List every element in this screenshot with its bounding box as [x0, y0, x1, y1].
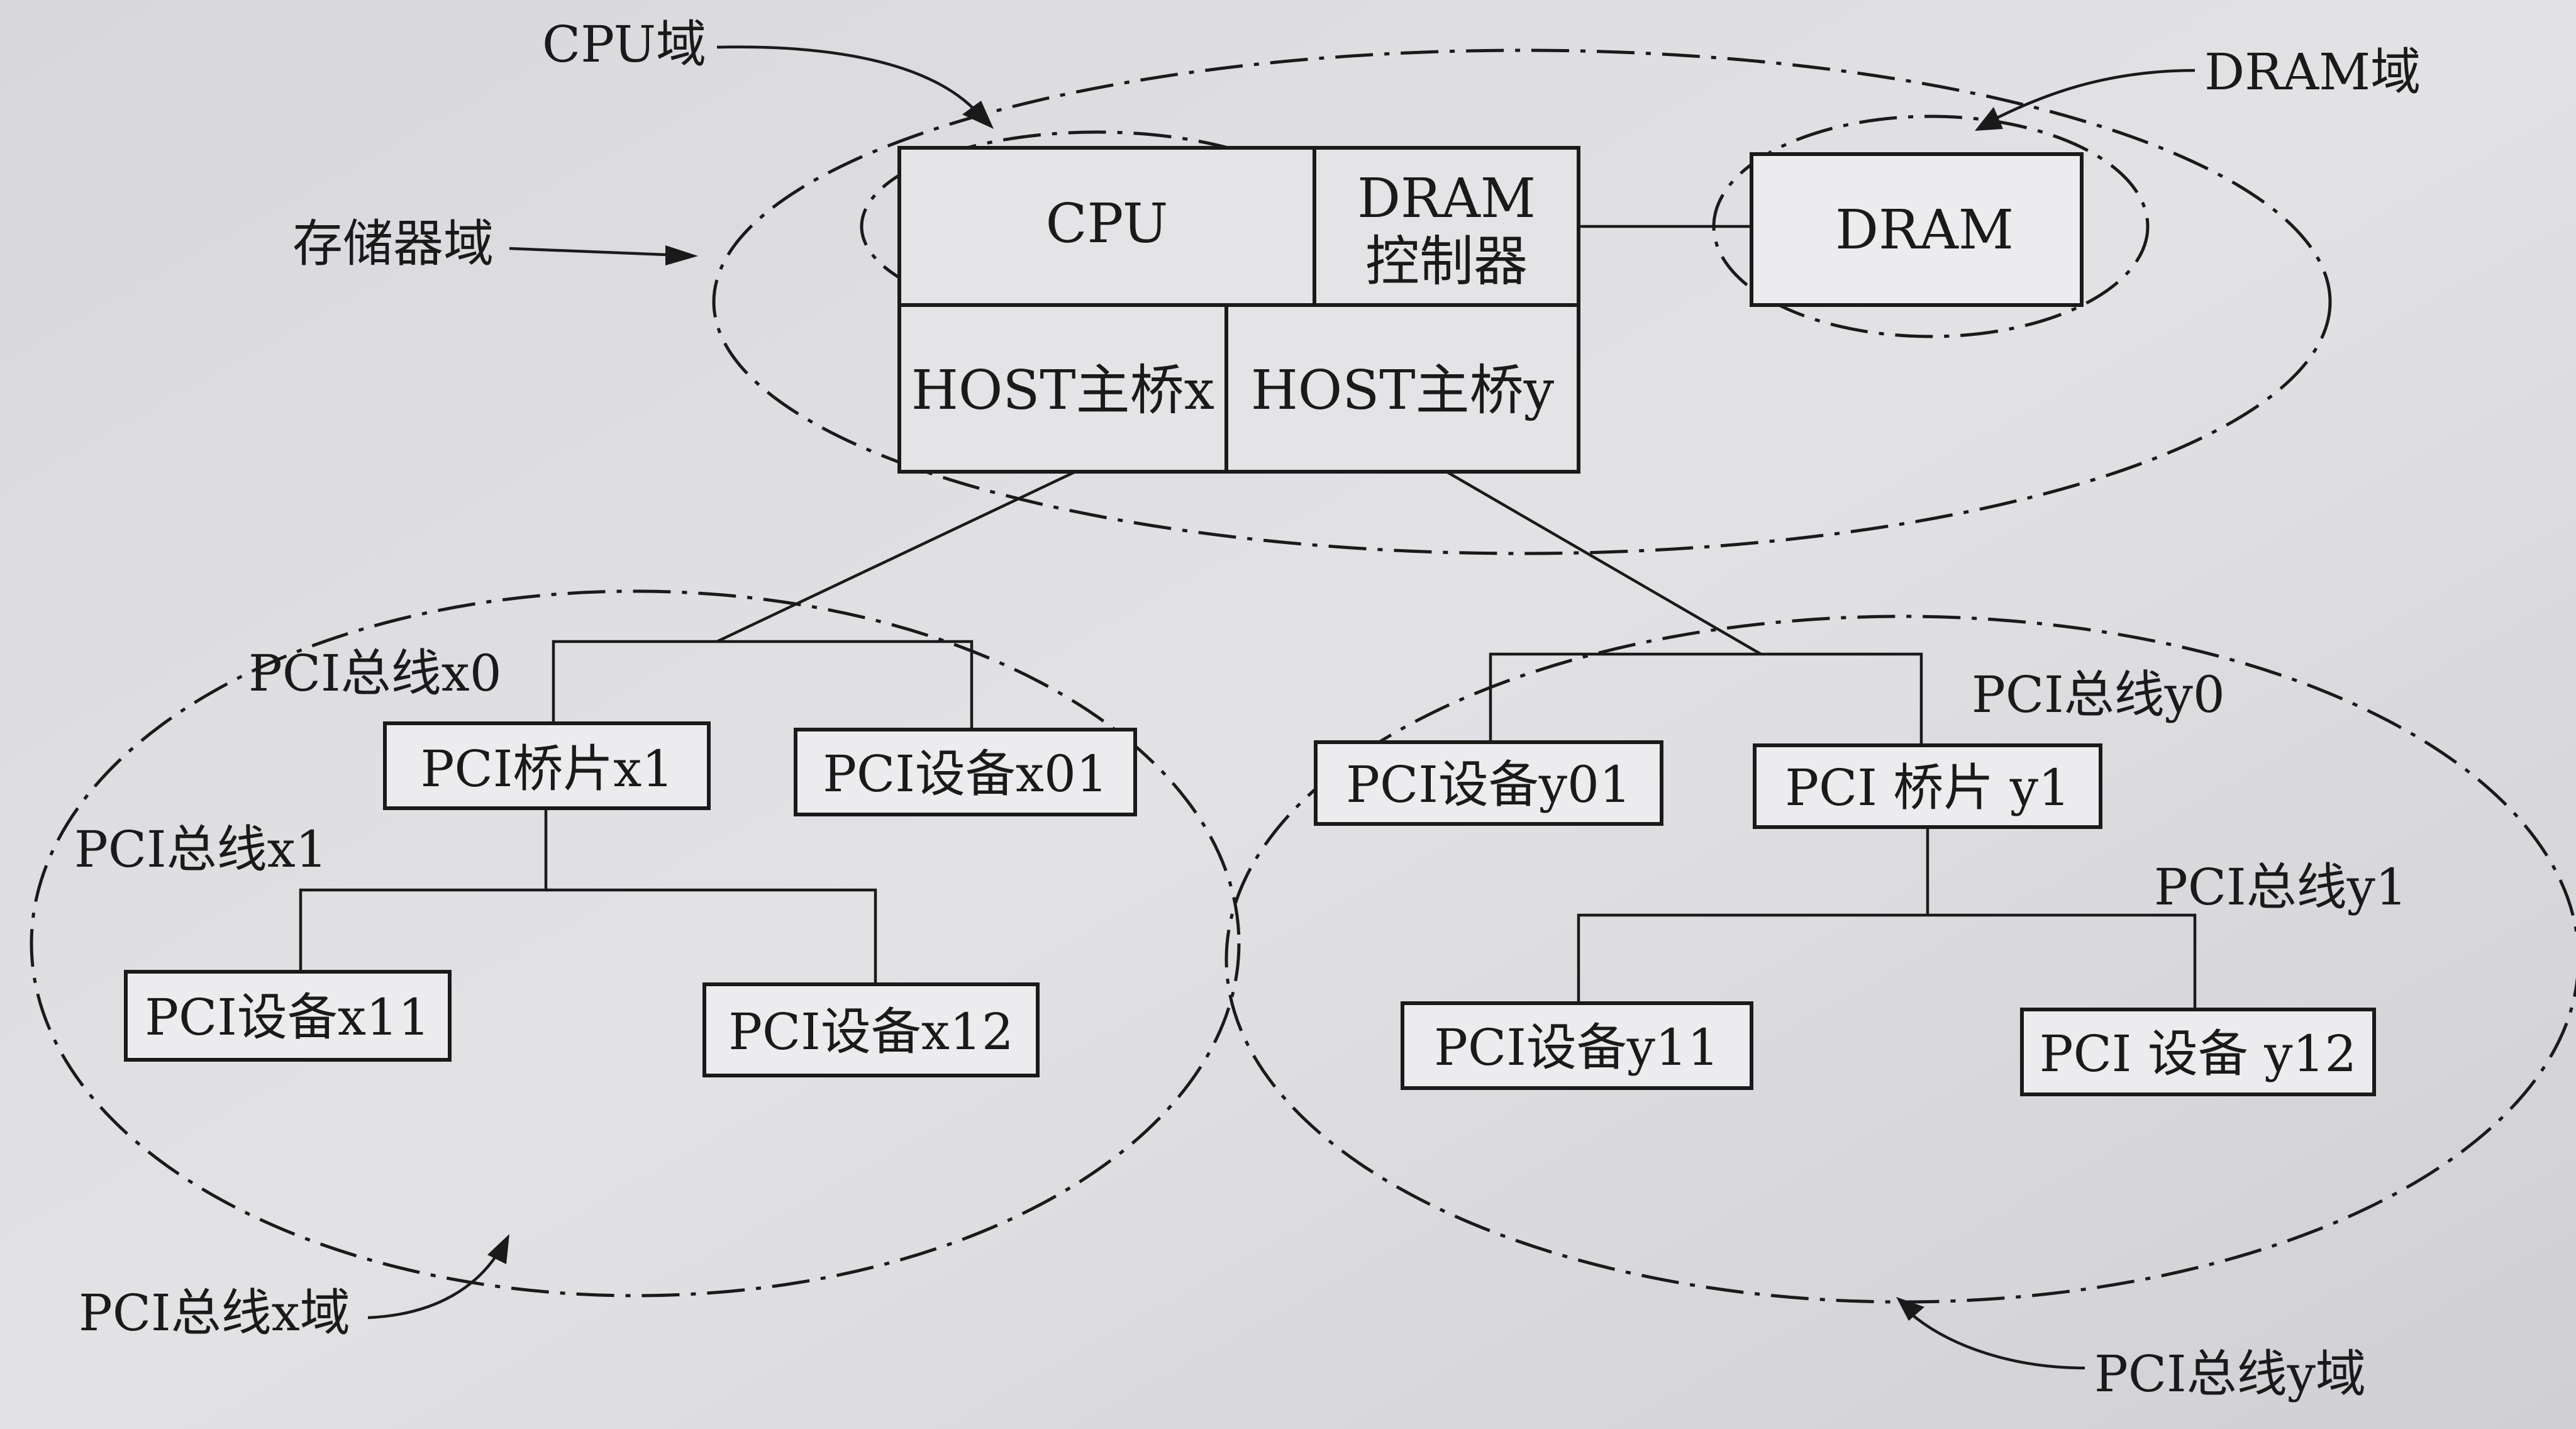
memory-domain-label: 存储器域 — [292, 214, 494, 273]
pci-x-domain-label: PCI总线x域 — [79, 1284, 350, 1342]
pci-bus-x1-wire — [299, 808, 548, 972]
cpu-cell — [897, 146, 1316, 307]
host-bridge-y-cell — [1224, 303, 1580, 474]
pci-device-y11-box — [1401, 1001, 1753, 1090]
pci-device-x12-label: PCI设备x12 — [728, 1003, 1014, 1061]
pci-bus-x0-wire — [552, 640, 974, 730]
pci-bridge-y1-label: PCI 桥片 y1 — [1785, 759, 2070, 817]
pci-bus-x1-right — [546, 888, 877, 984]
cpu-label: CPU — [1046, 192, 1169, 255]
pci-y-domain-arrow — [1911, 1313, 2085, 1370]
host-x-link — [716, 470, 1076, 643]
pci-device-x12-box — [702, 982, 1040, 1077]
host-bridge-x-label: HOST主桥x — [911, 359, 1214, 422]
pci-bus-y0-label: PCI总线y0 — [1972, 665, 2225, 724]
pci-bridge-x1-box — [383, 721, 711, 810]
pci-device-x01-label: PCI设备x01 — [823, 745, 1108, 803]
pci-device-x11-box — [124, 970, 452, 1062]
pci-y-domain-arrowhead — [1896, 1297, 1924, 1321]
dram-controller-label-line1: DRAM — [1357, 167, 1536, 230]
pci-bus-y1-wire — [1577, 827, 1929, 1003]
dram-domain-arrowhead — [1975, 107, 2003, 131]
pci-bus-y1-label: PCI总线y1 — [2154, 858, 2407, 916]
host-y-link — [1445, 470, 1762, 655]
dram-domain-label: DRAM域 — [2204, 43, 2421, 101]
pci-x-domain-ellipse — [30, 589, 1241, 1298]
dram-controller-label-line2: 控制器 — [1365, 230, 1528, 293]
cpu-domain-arrowhead — [962, 101, 994, 129]
pci-bus-y0-wire — [1489, 652, 1923, 745]
cpu-domain-label: CPU域 — [542, 15, 706, 74]
pci-bridge-y1-box — [1753, 743, 2102, 829]
pci-device-y12-label: PCI 设备 y12 — [2040, 1025, 2357, 1083]
pci-device-y01-box — [1314, 740, 1663, 826]
pci-device-y12-box — [2020, 1008, 2376, 1096]
dram-label: DRAM — [1835, 199, 2014, 262]
memory-domain-ellipse — [712, 48, 2332, 555]
pci-device-x11-label: PCI设备x11 — [145, 988, 430, 1047]
dram-box — [1750, 152, 2084, 307]
dram-domain-arrow — [1992, 69, 2196, 121]
pci-x-domain-arrowhead — [487, 1234, 509, 1264]
cpu-domain-arrow — [716, 45, 979, 114]
memory-domain-arrowhead — [665, 245, 698, 265]
memory-domain-arrow — [509, 247, 667, 257]
pci-x-domain-arrow — [367, 1254, 498, 1320]
pci-device-y11-label: PCI设备y11 — [1434, 1018, 1719, 1077]
pci-bus-y1-right — [1928, 913, 2197, 1009]
host-bridge-y-label: HOST主桥y — [1251, 359, 1555, 422]
pci-device-y01-label: PCI设备y01 — [1346, 755, 1631, 814]
pci-y-domain-label: PCI总线y域 — [2094, 1345, 2366, 1403]
pci-device-x01-box — [794, 728, 1137, 816]
pci-bus-x1-label: PCI总线x1 — [74, 820, 328, 879]
pci-bridge-x1-label: PCI桥片x1 — [421, 740, 674, 798]
pci-bus-x0-label: PCI总线x0 — [248, 644, 502, 703]
host-block: CPU DRAM 控制器 HOST主桥x HOST主桥y — [897, 146, 1580, 474]
